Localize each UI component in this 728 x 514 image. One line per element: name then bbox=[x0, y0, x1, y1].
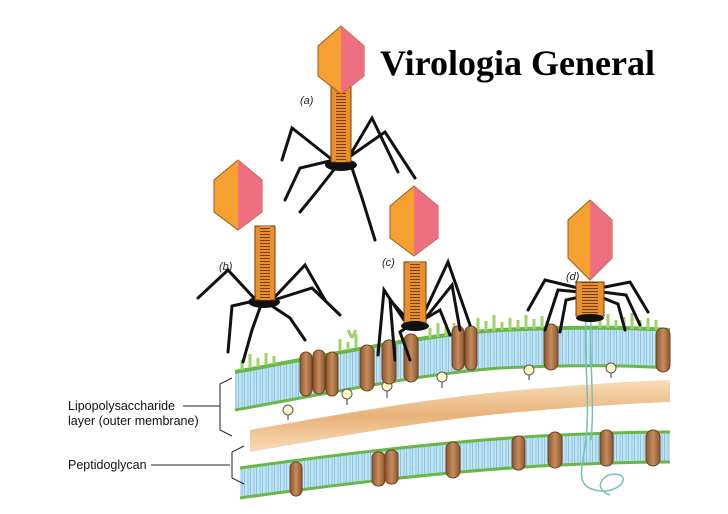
phage-b bbox=[196, 159, 342, 364]
label-leaders bbox=[151, 377, 245, 485]
phage-c bbox=[376, 185, 472, 362]
outer-membrane bbox=[234, 313, 671, 420]
slide-title: Virologia General bbox=[380, 43, 655, 83]
phage-a bbox=[280, 25, 417, 242]
inner-membrane bbox=[239, 429, 671, 500]
injected-dna bbox=[580, 317, 624, 496]
peptidoglycan-layer bbox=[250, 380, 670, 452]
phage-d bbox=[526, 199, 650, 334]
lps-layer-label: Lipopolysaccharide layer (outer membrane… bbox=[68, 399, 199, 429]
panel-label-a: (a) bbox=[300, 95, 314, 107]
peptidoglycan-label: Peptidoglycan bbox=[68, 458, 147, 472]
lps-label-line1: Lipopolysaccharide bbox=[68, 399, 176, 413]
panel-label-d: (d) bbox=[566, 271, 580, 283]
panel-label-b: (b) bbox=[219, 261, 233, 273]
panel-label-c: (c) bbox=[382, 257, 395, 269]
lps-label-line2: layer (outer membrane) bbox=[68, 414, 199, 428]
